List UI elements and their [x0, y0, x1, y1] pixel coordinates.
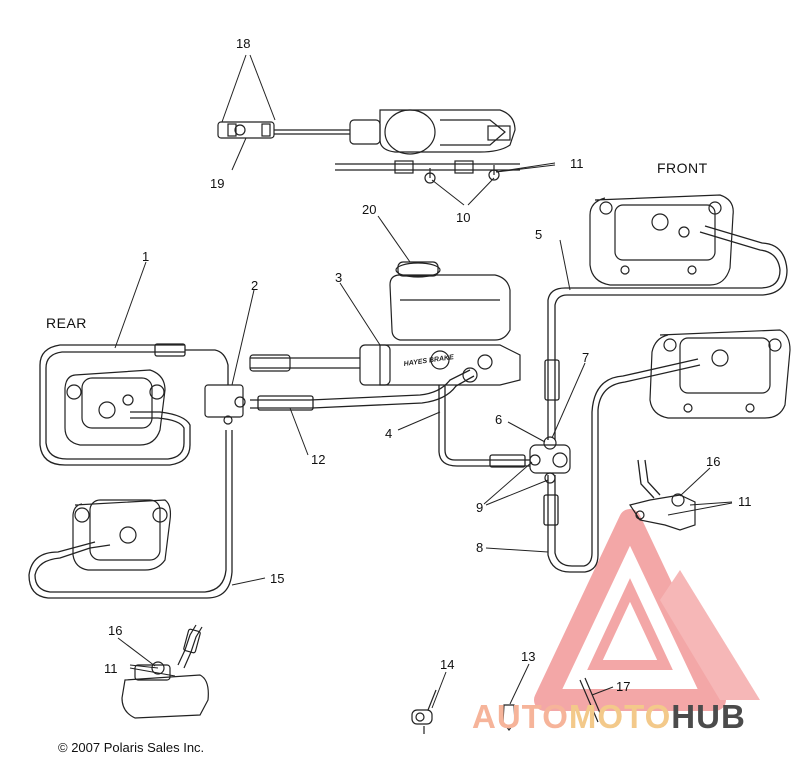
callout-16-right: 16 — [706, 454, 721, 469]
callout-11-right: 11 — [738, 494, 752, 509]
callout-13: 13 — [521, 649, 536, 664]
callout-9: 9 — [476, 500, 484, 515]
central-master-cylinder — [249, 261, 521, 386]
watermark-auto: AUTO — [472, 698, 569, 735]
callout-3: 3 — [335, 270, 343, 285]
rear-tee-block — [204, 384, 246, 425]
fitting-part-13 — [502, 704, 516, 731]
callout-18: 18 — [236, 36, 251, 51]
callout-1: 1 — [142, 249, 150, 264]
callout-16-left: 16 — [108, 623, 123, 638]
callout-11-top: 11 — [570, 156, 584, 171]
front-caliper-upper — [589, 194, 734, 286]
handlebar-master-cylinder — [217, 109, 520, 184]
callout-19: 19 — [210, 176, 225, 191]
callout-15: 15 — [270, 571, 285, 586]
callout-12: 12 — [311, 452, 326, 467]
copyright-text: © 2007 Polaris Sales Inc. — [58, 740, 205, 755]
rear-caliper-lower — [72, 499, 172, 571]
callout-8: 8 — [476, 540, 484, 555]
switch-part-14 — [411, 689, 437, 734]
brake-lines — [28, 225, 788, 599]
leader-lines-top — [221, 54, 556, 206]
callout-14: 14 — [440, 657, 455, 672]
callout-4: 4 — [385, 426, 393, 441]
callout-10: 10 — [456, 210, 471, 225]
leader-lines — [114, 215, 733, 709]
callout-11-left: 11 — [104, 661, 118, 676]
callout-7: 7 — [582, 350, 590, 365]
bleeder-detail-right — [629, 493, 696, 531]
pin-part-17 — [579, 677, 604, 723]
callout-5: 5 — [535, 227, 543, 242]
watermark-hub: HUB — [671, 698, 746, 735]
front-caliper-lower — [649, 329, 791, 419]
front-tee-block — [529, 436, 571, 484]
watermark-text: AUTOMOTOHUB — [472, 698, 746, 736]
bleeder-detail-left — [121, 624, 209, 719]
rear-caliper-upper — [64, 369, 166, 446]
callout-20: 20 — [362, 202, 377, 217]
callout-17: 17 — [616, 679, 631, 694]
rear-label: REAR — [46, 315, 87, 331]
watermark-logo — [534, 509, 760, 711]
callout-2: 2 — [251, 278, 259, 293]
front-label: FRONT — [657, 160, 708, 176]
callout-6: 6 — [495, 412, 503, 427]
watermark-moto: MOTO — [568, 698, 672, 735]
